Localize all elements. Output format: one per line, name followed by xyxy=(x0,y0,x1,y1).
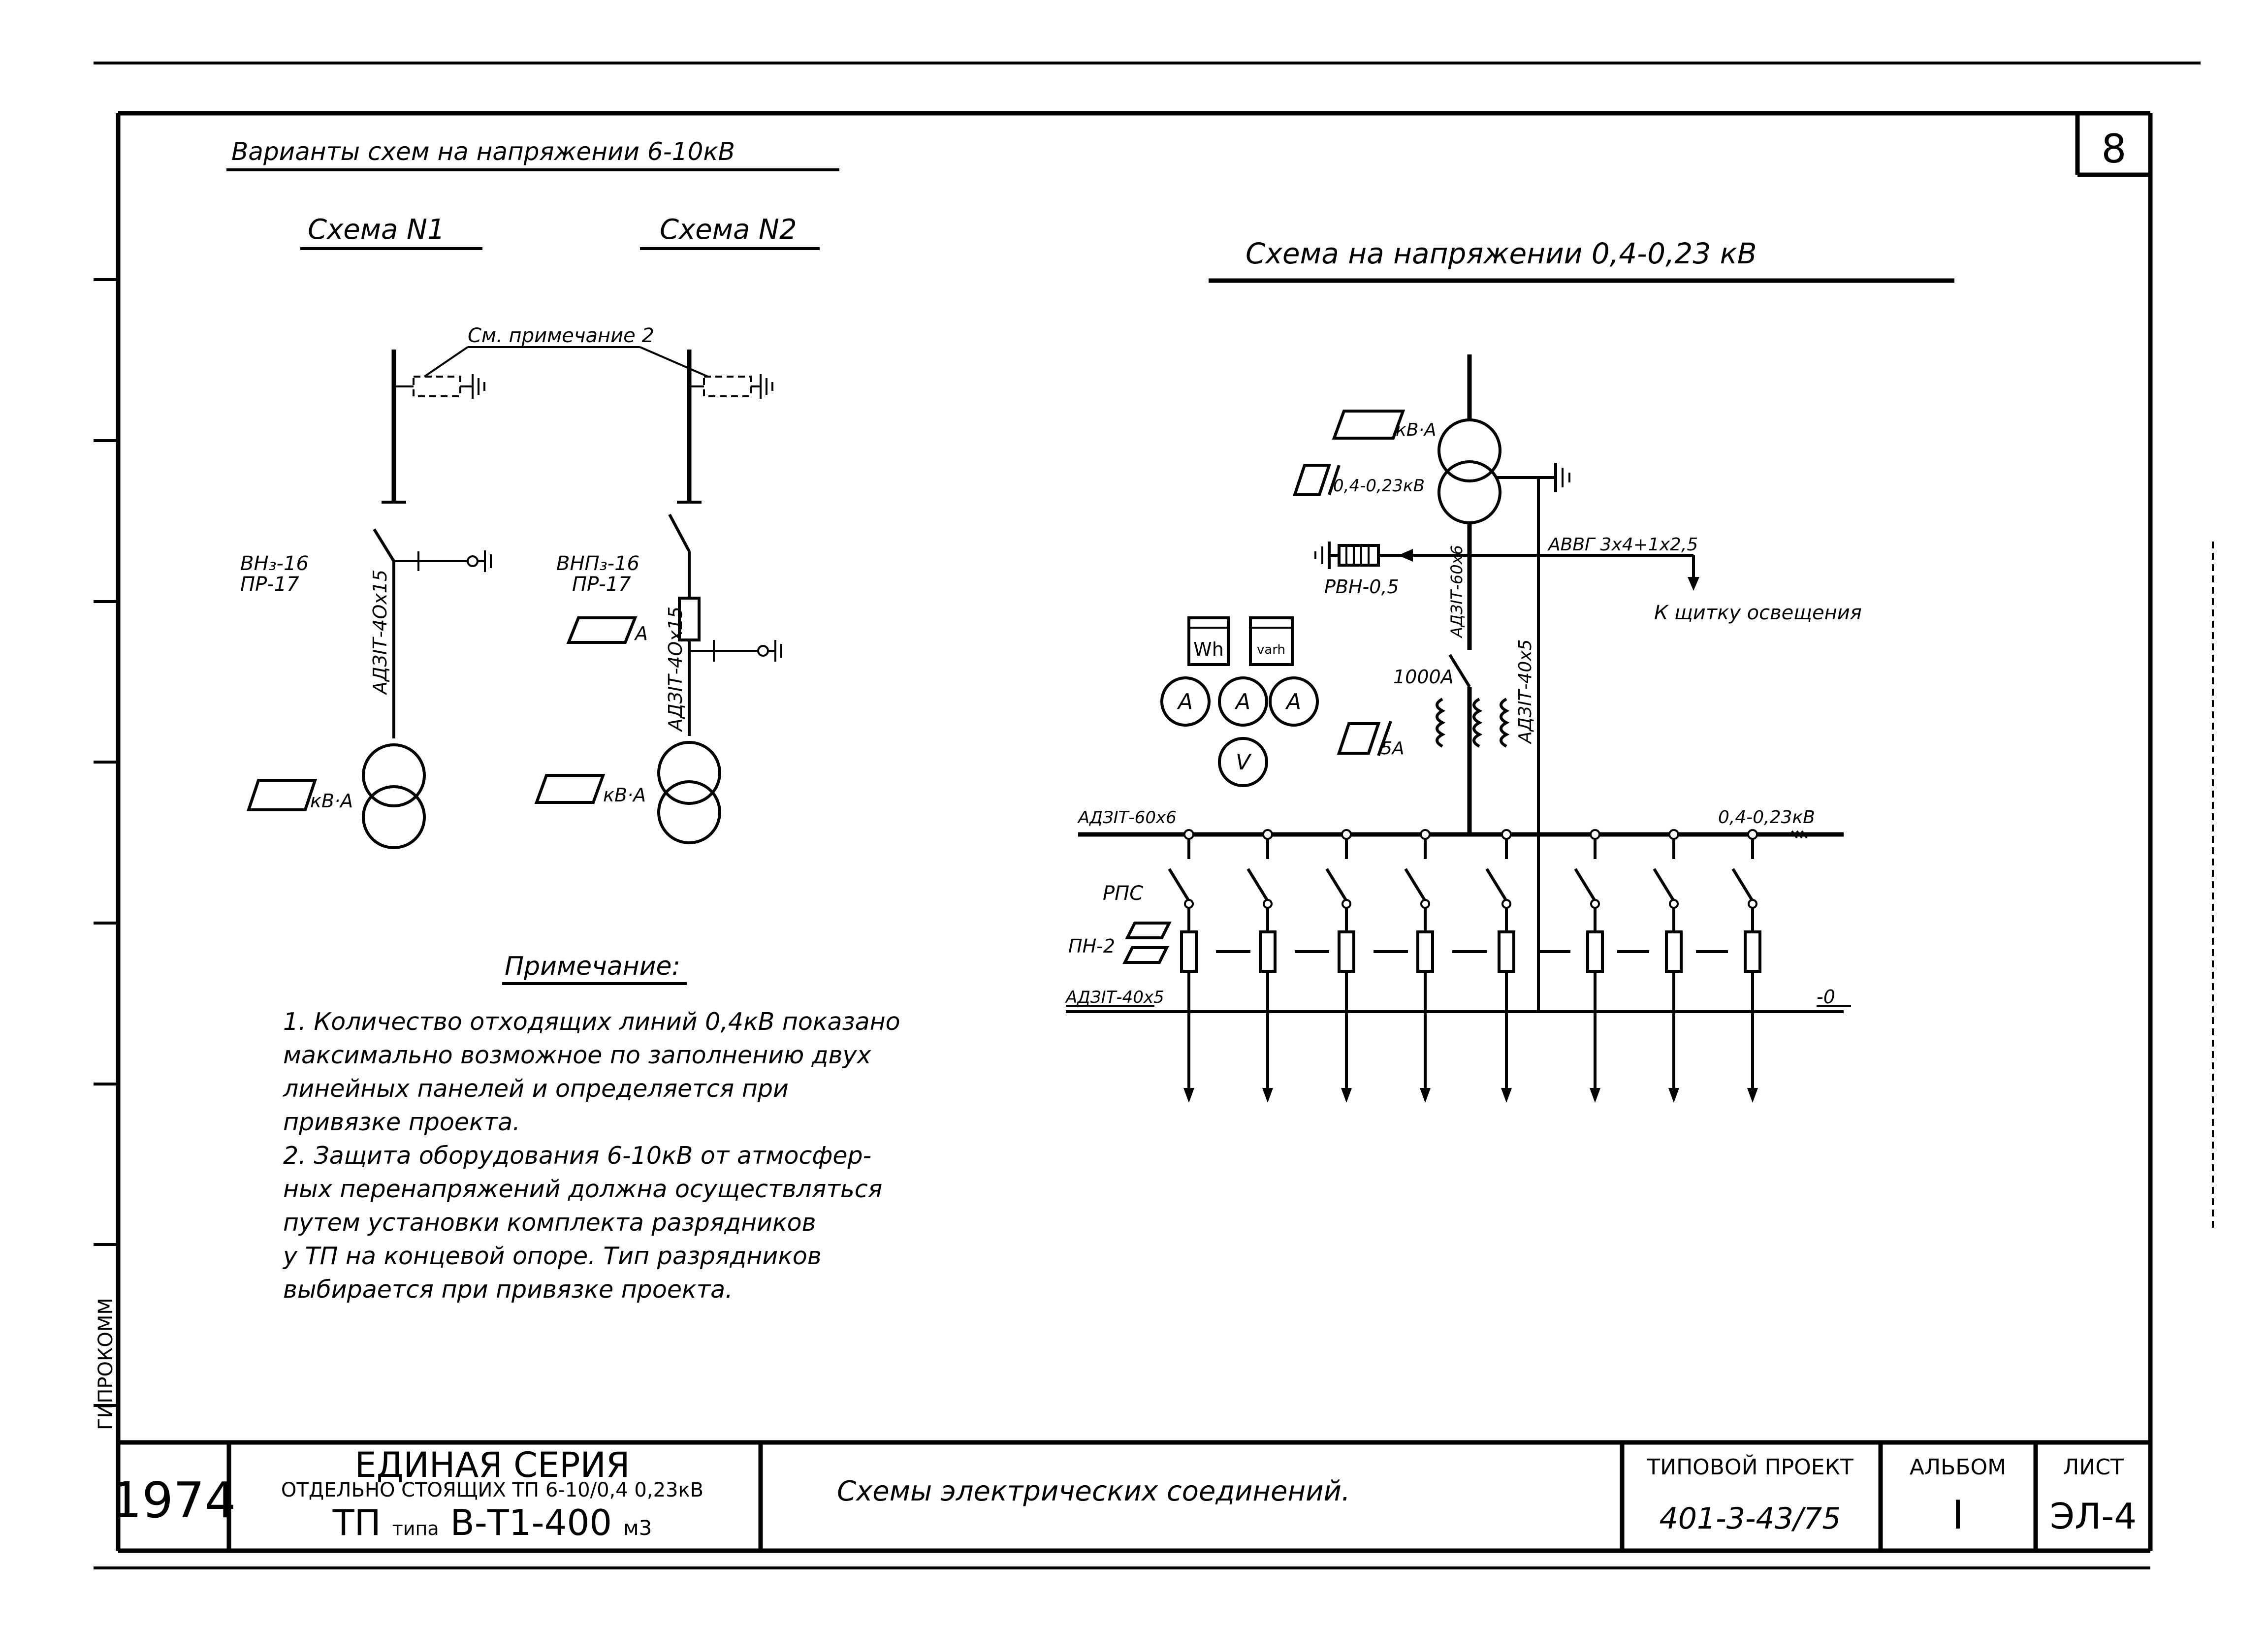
lv-transformer-voltage: 0,4-0,23кВ xyxy=(1333,476,1425,496)
scheme-2: Схема N2 ВНП₃-16 ПР-17 А АДЗIТ-4Ох15 кВ·… xyxy=(534,214,820,844)
feeder-8 xyxy=(1731,829,1761,1103)
project-number: 401-3-43/75 xyxy=(1660,1501,1841,1536)
tp-type-prefix: ТП xyxy=(332,1502,381,1543)
feeder-4 xyxy=(1404,829,1434,1103)
drawing-frame xyxy=(94,62,2214,1569)
note-line-6: ных перенапряжений должна осуществляться xyxy=(283,1175,882,1203)
sheet-label: ЛИСТ xyxy=(2063,1455,2124,1480)
series-sub: ОТДЕЛЬНО СТОЯЩИХ ТП 6-10/0,4 0,23кВ xyxy=(281,1479,703,1501)
lv-arrester: РВН-0,5 xyxy=(1324,576,1399,598)
scheme1-title: Схема N1 xyxy=(308,214,445,246)
lv-main-cable: АДЗIТ-60х6 xyxy=(1447,545,1466,638)
album-label: АЛЬБОМ xyxy=(1910,1455,2006,1480)
lv-ct-ratio: 5А xyxy=(1381,738,1405,759)
series-title: ЕДИНАЯ СЕРИЯ xyxy=(354,1445,630,1485)
scheme1-switch-label-1: ВН₃-16 xyxy=(240,552,309,575)
scheme2-switch-label-1: ВНП₃-16 xyxy=(556,552,639,575)
lv-bus-left-label: АДЗIТ-60х6 xyxy=(1077,808,1177,828)
lv-neutral-bus-label: АДЗIТ-40х5 xyxy=(1065,988,1164,1007)
feeder-3 xyxy=(1325,829,1355,1103)
lv-zero-label: -0 xyxy=(1817,986,1835,1008)
note-line-5: 2. Защита оборудования 6-10кВ от атмосфе… xyxy=(283,1142,871,1170)
scheme2-title: Схема N2 xyxy=(660,214,797,246)
note-line-2: максимально возможное по заполнению двух xyxy=(283,1041,872,1069)
feeder-7 xyxy=(1653,829,1683,1103)
sheet-value: ЭЛ-4 xyxy=(2050,1496,2137,1537)
tp-type-code: В-Т1-400 xyxy=(450,1502,612,1543)
album-value: I xyxy=(1952,1492,1964,1538)
year: 1974 xyxy=(111,1471,236,1529)
note-line-1: 1. Количество отходящих линий 0,4кВ пока… xyxy=(283,1008,900,1036)
lv-rps: РПС xyxy=(1103,882,1143,905)
sheet-number: 8 xyxy=(2102,126,2127,172)
note-line-7: путем установки комплекта разрядников xyxy=(283,1209,816,1237)
project-label: ТИПОВОЙ ПРОЕКТ xyxy=(1646,1454,1853,1480)
section-title: Варианты схем на напряжении 6-10кВ xyxy=(231,137,735,166)
sheet-number-box: 8 xyxy=(2075,113,2150,177)
current-transformers xyxy=(1436,698,1510,748)
note-reference: См. примечание 2 xyxy=(468,324,654,347)
tp-type-word: типа xyxy=(392,1518,439,1539)
feeder-2 xyxy=(1246,829,1277,1103)
feeder-6 xyxy=(1574,829,1604,1103)
ammeter-3: А xyxy=(1285,689,1301,714)
scheme2-cable: АДЗIТ-4Ох15 xyxy=(665,607,686,733)
feeder-5 xyxy=(1485,829,1515,1103)
lv-neutral-cable: АДЗIТ-40х5 xyxy=(1515,639,1535,744)
meter-wh: Wh xyxy=(1193,638,1224,660)
note-line-4: привязке проекта. xyxy=(283,1108,520,1136)
note-line-3: линейных панелей и определяется при xyxy=(283,1075,789,1103)
feeder-1 xyxy=(1168,829,1198,1103)
scheme2-transformer-box: кВ·А xyxy=(603,784,646,806)
lv-title: Схема на напряжении 0,4-0,23 кВ xyxy=(1246,237,1757,270)
ammeter-1: А xyxy=(1177,689,1193,714)
scheme-1: Схема N1 ВН₃-16 ПР-17 АДЗIТ-4Ох15 кВ·А xyxy=(240,214,492,849)
note-line-8: у ТП на концевой опоре. Тип разрядников xyxy=(282,1242,822,1270)
tp-type: ТП типа В-Т1-400 м3 xyxy=(332,1502,652,1543)
ammeter-2: А xyxy=(1234,689,1250,714)
lv-breaker-rating: 1000А xyxy=(1393,666,1454,688)
scheme1-transformer-box: кВ·А xyxy=(310,790,353,812)
drawing-title: Схемы электрических соединений. xyxy=(837,1475,1350,1507)
scheme2-fuse-box: А xyxy=(634,623,648,644)
lv-scheme: кВ·А 0,4-0,23кВ АДЗIТ-40х5 РВН-0,5 АДЗIТ… xyxy=(1065,354,1862,1103)
lv-transformer-power: кВ·А xyxy=(1396,420,1437,440)
margin-ticks xyxy=(94,278,118,1407)
side-stamp: ГИПРОКОММ xyxy=(95,1298,117,1430)
lv-cable-to-lighting: АВВГ 3х4+1х2,5 xyxy=(1547,535,1698,555)
meters: Wh varh А А А V xyxy=(1160,616,1319,787)
lv-bus-right-label: 0,4-0,23кВ xyxy=(1718,807,1815,828)
voltmeter: V xyxy=(1236,750,1252,775)
scheme1-cable: АДЗIТ-4Ох15 xyxy=(369,570,391,696)
lv-lighting-text: К щитку освещения xyxy=(1654,602,1862,624)
notes-title: Примечание: xyxy=(505,952,680,981)
tp-type-suffix: м3 xyxy=(623,1516,652,1540)
notes: Примечание: 1. Количество отходящих лини… xyxy=(282,952,900,1304)
scheme1-switch-label-2: ПР-17 xyxy=(240,573,299,596)
title-block: 1974 ЕДИНАЯ СЕРИЯ ОТДЕЛЬНО СТОЯЩИХ ТП 6-… xyxy=(111,1440,2150,1551)
note-line-9: выбирается при привязке проекта. xyxy=(283,1276,733,1304)
scheme2-switch-label-2: ПР-17 xyxy=(572,573,631,596)
lv-pn: ПН-2 xyxy=(1068,935,1115,957)
meter-varh: varh xyxy=(1257,642,1285,657)
